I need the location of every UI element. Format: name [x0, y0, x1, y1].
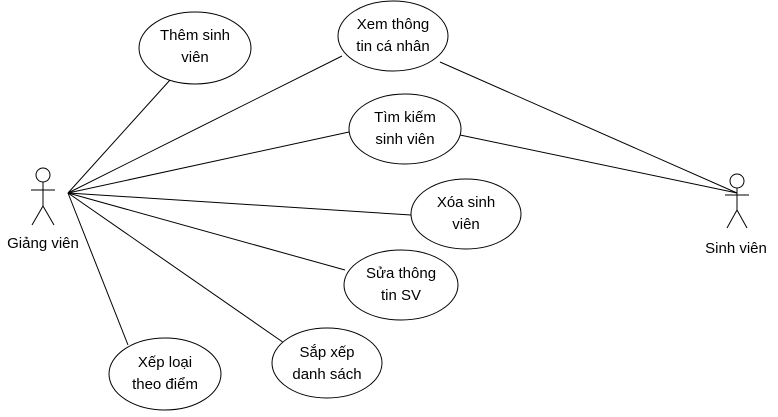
use-case-label-line2: danh sách — [292, 366, 361, 383]
assoc-lecturer-sort-list — [67, 192, 288, 346]
stick-figure-icon — [31, 167, 55, 226]
use-case-label-line1: Thêm sinh — [160, 27, 230, 44]
actor-lecturer[interactable]: Giảng viên — [7, 167, 79, 252]
use-case-label-line1: Sửa thông — [366, 265, 436, 282]
use-case-view-info[interactable]: Xem thông tin cá nhân — [337, 0, 449, 72]
assoc-lecturer-add-student — [67, 79, 171, 194]
use-case-label-line1: Tìm kiếm — [374, 109, 436, 126]
use-case-label-line2: theo điểm — [132, 376, 198, 393]
use-case-sort-list[interactable]: Sắp xếp danh sách — [271, 327, 383, 399]
actor-label: Sinh viên — [705, 240, 767, 257]
use-case-edit-info[interactable]: Sửa thông tin SV — [343, 249, 459, 321]
assoc-student-view-info — [439, 61, 738, 194]
assoc-lecturer-rank-by-score — [67, 192, 129, 346]
actor-label: Giảng viên — [7, 235, 79, 252]
use-case-add-student[interactable]: Thêm sinh viên — [138, 11, 252, 85]
assoc-lecturer-edit-info — [67, 192, 346, 271]
use-case-label-line1: Xóa sinh — [437, 194, 495, 211]
use-case-label-line1: Xếp loại — [138, 354, 192, 371]
assoc-lecturer-search-student — [67, 131, 350, 194]
use-case-label-line2: viên — [452, 216, 480, 233]
use-case-rank-by-score[interactable]: Xếp loại theo điểm — [108, 337, 222, 411]
use-case-label-line1: Sắp xếp — [299, 344, 354, 361]
actor-student[interactable]: Sinh viên — [705, 173, 767, 257]
assoc-lecturer-view-info — [67, 55, 343, 194]
use-case-label-line1: Xem thông — [357, 16, 430, 33]
use-case-label-line2: sinh viên — [375, 131, 434, 148]
use-case-search-student[interactable]: Tìm kiếm sinh viên — [348, 93, 462, 165]
assoc-student-search-student — [459, 134, 738, 194]
use-case-label-line2: tin cá nhân — [356, 38, 429, 55]
use-case-label-line2: viên — [181, 49, 209, 66]
use-case-delete-student[interactable]: Xóa sinh viên — [410, 178, 522, 250]
association-lines — [67, 55, 738, 346]
stick-figure-icon — [725, 173, 749, 229]
use-case-label-line2: tin SV — [381, 287, 421, 304]
assoc-lecturer-delete-student — [67, 192, 412, 216]
